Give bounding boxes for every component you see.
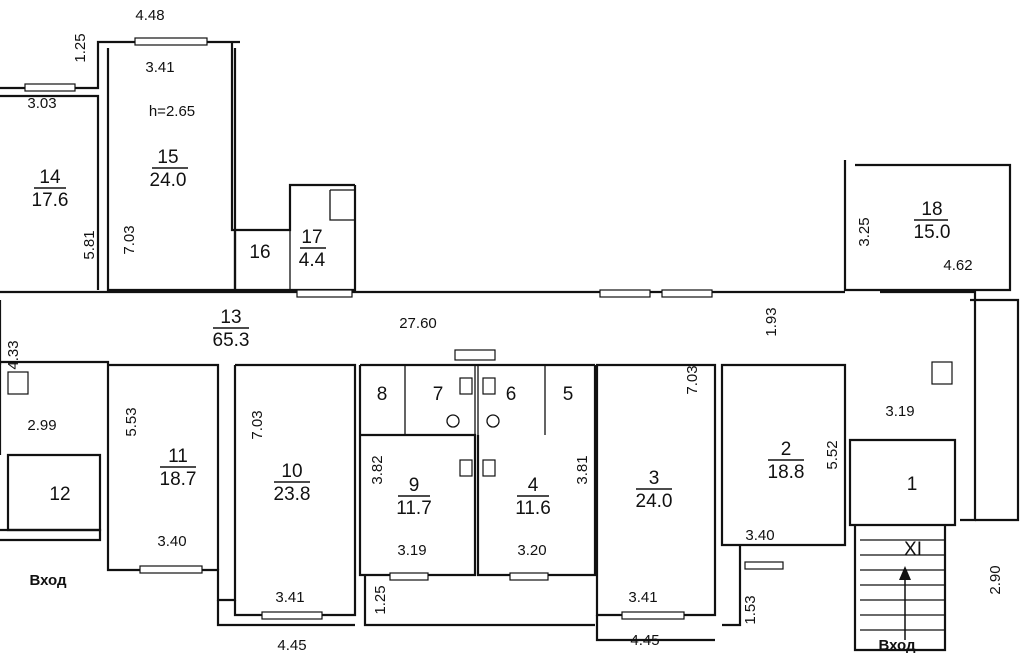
dimension: 4.62 [943, 257, 972, 274]
room-number: 4 [528, 475, 539, 496]
dimension: 3.40 [745, 527, 774, 544]
dimension: 3.19 [397, 542, 426, 559]
room-area: 11.6 [515, 498, 551, 519]
walls [0, 40, 1020, 652]
room-area: 65.3 [213, 330, 250, 351]
dimension: 3.20 [517, 542, 546, 559]
room-labels: 14 17.6 15 24.0 16 17 4.4 18 15.0 13 65.… [32, 103, 951, 560]
dimension: 3.03 [27, 95, 56, 112]
room-number: 15 [157, 147, 178, 168]
ceiling-height: h=2.65 [149, 103, 195, 120]
room-number: XI [904, 539, 922, 560]
room-area: 11.7 [396, 498, 432, 519]
room-area: 15.0 [914, 222, 951, 243]
room-area: 24.0 [636, 491, 673, 512]
room-number: 16 [249, 242, 270, 263]
dimension: 7.03 [121, 225, 138, 254]
room-area: 24.0 [150, 170, 187, 191]
dimension: 3.25 [856, 217, 873, 246]
room-number: 9 [409, 475, 420, 496]
dimension: 5.52 [824, 440, 841, 469]
room-area: 4.4 [299, 250, 326, 271]
dimension: 4.33 [5, 340, 22, 369]
dimension: 3.82 [369, 455, 386, 484]
room-number: 1 [907, 474, 918, 495]
dimension: 3.41 [145, 59, 174, 76]
dimension: 4.48 [135, 7, 164, 24]
dimension: 5.53 [123, 407, 140, 436]
room-number: 8 [377, 384, 388, 405]
dimension: 2.99 [27, 417, 56, 434]
dimension: 3.40 [157, 533, 186, 550]
room-number: 5 [563, 384, 574, 405]
room-number: 11 [168, 446, 188, 467]
dimension: 4.45 [277, 637, 306, 654]
room-number: 18 [921, 199, 942, 220]
room-number: 14 [39, 167, 61, 188]
dimension: 4.45 [630, 632, 659, 649]
room-number: 6 [506, 384, 517, 405]
room-number: 3 [649, 468, 660, 489]
room-number: 7 [433, 384, 444, 405]
room-area: 18.7 [160, 469, 197, 490]
dimension: 5.81 [81, 230, 98, 259]
dimension: 3.41 [275, 589, 304, 606]
entrance-label: Вход [878, 637, 916, 654]
dimension: 1.25 [72, 33, 89, 62]
dimension: 3.81 [574, 455, 591, 484]
dimension: 2.90 [987, 565, 1004, 594]
dimension: 7.03 [684, 365, 701, 394]
dimension-labels: 4.48 1.25 3.41 3.03 5.81 7.03 27.60 1.93… [5, 7, 1004, 654]
room-area: 23.8 [274, 484, 311, 505]
room-number: 13 [220, 307, 241, 328]
room-number: 12 [49, 484, 70, 505]
dimension: 1.53 [742, 595, 759, 624]
dimension: 1.93 [763, 307, 780, 336]
dimension: 1.25 [372, 585, 389, 614]
dimension: 3.19 [885, 403, 914, 420]
dimension: 7.03 [249, 410, 266, 439]
entrance-label: Вход [29, 572, 67, 589]
room-area: 17.6 [32, 190, 69, 211]
toilet-icon [446, 414, 500, 428]
stairs-icon [860, 539, 945, 640]
dimension: 3.41 [628, 589, 657, 606]
room-number: 10 [281, 461, 302, 482]
dimension: 27.60 [399, 315, 437, 332]
room-area: 18.8 [768, 462, 805, 483]
windows [7, 37, 953, 620]
room-number: 17 [301, 227, 322, 248]
room-number: 2 [781, 439, 792, 460]
